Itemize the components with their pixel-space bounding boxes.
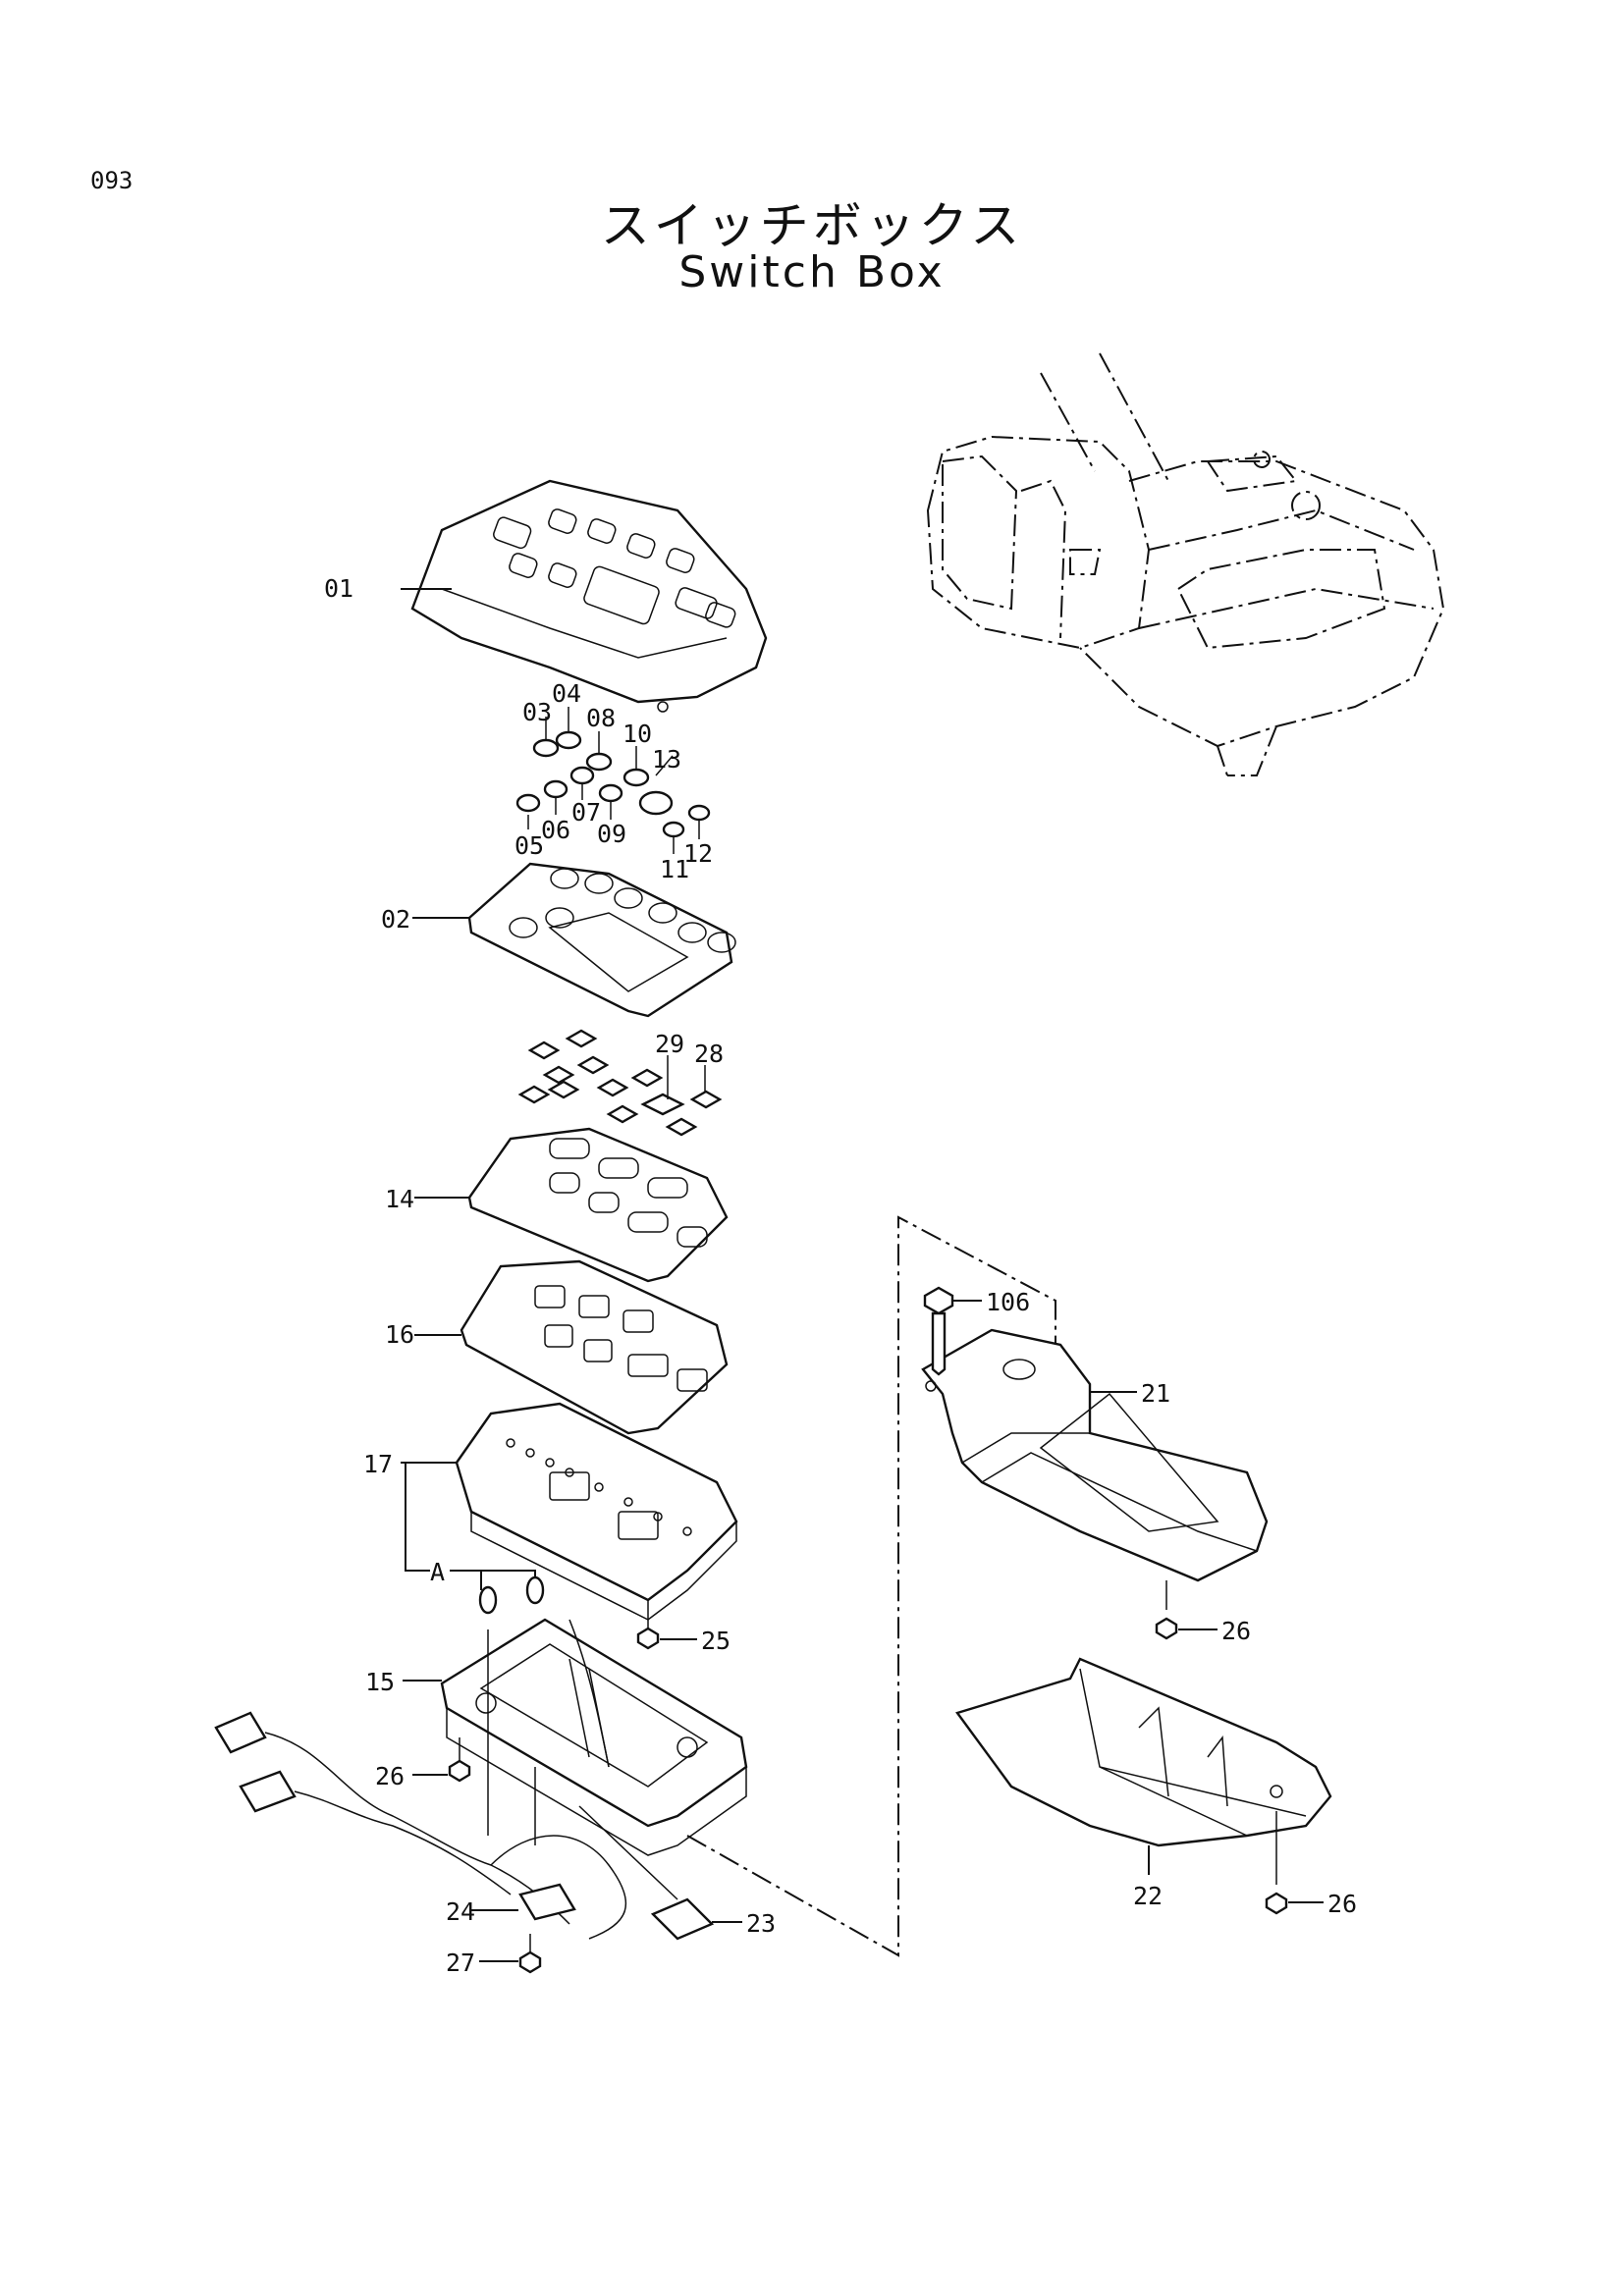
- assembly-boundary-line: [686, 1215, 1056, 1957]
- callout-26-center: 26: [1221, 1617, 1251, 1645]
- callout-01: 01: [324, 574, 353, 603]
- callout-12: 12: [683, 839, 713, 868]
- callout-09: 09: [597, 820, 626, 848]
- callout-labels: 01 03 04 08 10 13 07 06 05 09 12 11 02 2…: [324, 574, 1357, 1977]
- screw-26-center: [1155, 1580, 1218, 1640]
- callout-14: 14: [385, 1185, 414, 1213]
- callout-06: 06: [541, 816, 570, 844]
- callout-27: 27: [446, 1949, 475, 1977]
- switch-knobs: [515, 707, 711, 854]
- callout-26-left: 26: [375, 1762, 405, 1790]
- excavator-overview-drawing: [926, 352, 1445, 776]
- callout-05: 05: [514, 831, 544, 860]
- title-japanese: スイッチボックス: [600, 197, 1024, 254]
- title-english: Switch Box: [678, 247, 946, 297]
- part-01-cover: [401, 479, 768, 713]
- callout-22: 22: [1133, 1882, 1163, 1910]
- callout-10: 10: [623, 720, 652, 748]
- callout-04: 04: [552, 679, 581, 708]
- callout-23: 23: [746, 1909, 776, 1938]
- part-02-switch-sheet: [412, 862, 736, 1018]
- bolt-106: [923, 1286, 982, 1376]
- screw-27: [479, 1934, 542, 1974]
- page-number: 093: [90, 167, 134, 194]
- callout-11: 11: [660, 855, 689, 883]
- callout-15: 15: [365, 1668, 395, 1696]
- callout-28: 28: [694, 1040, 724, 1068]
- screw-26-right: [1265, 1811, 1324, 1915]
- callout-03: 03: [522, 698, 552, 726]
- callout-16: 16: [385, 1320, 414, 1349]
- callout-106: 106: [986, 1288, 1030, 1316]
- led-components: [517, 1029, 723, 1137]
- part-22-lower-cover: [955, 1657, 1332, 1875]
- callout-02: 02: [381, 905, 410, 934]
- part-14-switch-frame: [414, 1127, 729, 1283]
- callout-13: 13: [652, 745, 681, 774]
- part-16-switch-base: [414, 1259, 729, 1435]
- screw-25: [636, 1600, 697, 1650]
- callout-07: 07: [571, 798, 601, 827]
- part-23-grommet: [578, 1805, 742, 1941]
- callout-21: 21: [1141, 1379, 1170, 1408]
- callout-29: 29: [655, 1030, 684, 1058]
- part-24-wire-harness: [214, 1619, 627, 1940]
- part-17-circuit-board: [401, 1402, 738, 1621]
- callout-08: 08: [586, 704, 616, 732]
- callout-25: 25: [701, 1627, 731, 1655]
- callout-17: 17: [363, 1450, 393, 1478]
- screw-26-left: [412, 1737, 471, 1783]
- callout-24: 24: [446, 1897, 475, 1926]
- part-15-housing: [403, 1618, 748, 1856]
- callout-A: A: [430, 1558, 445, 1586]
- part-21-bracket: [921, 1328, 1269, 1582]
- callout-26-right: 26: [1327, 1890, 1357, 1918]
